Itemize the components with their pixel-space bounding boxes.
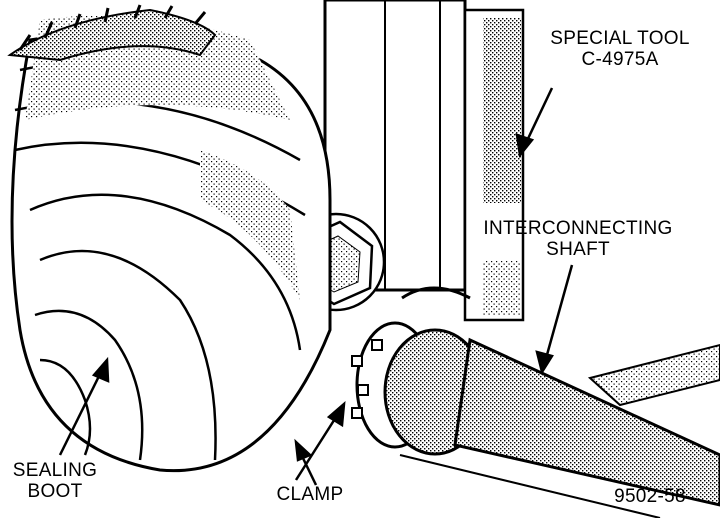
interconnecting-shaft	[399, 337, 720, 518]
special-tool-line2: C-4975A	[581, 49, 659, 70]
special-tool-line1: SPECIAL TOOL	[550, 28, 690, 49]
interconnecting-line2: SHAFT	[546, 239, 610, 260]
sealing-boot	[10, 15, 332, 473]
interconnecting-line1: INTERCONNECTING	[483, 218, 673, 239]
sealing-line2: BOOT	[27, 481, 83, 502]
label-sealing-boot: SEALING BOOT	[0, 460, 110, 502]
sealing-line1: SEALING	[12, 460, 98, 481]
label-special-tool: SPECIAL TOOL C-4975A	[530, 28, 710, 70]
label-clamp: CLAMP	[276, 484, 344, 505]
label-interconnecting-shaft: INTERCONNECTING SHAFT	[468, 218, 688, 260]
leader-arrows	[58, 87, 574, 486]
gear-teeth	[7, 4, 217, 62]
figure-number: 9502-58	[614, 486, 686, 507]
